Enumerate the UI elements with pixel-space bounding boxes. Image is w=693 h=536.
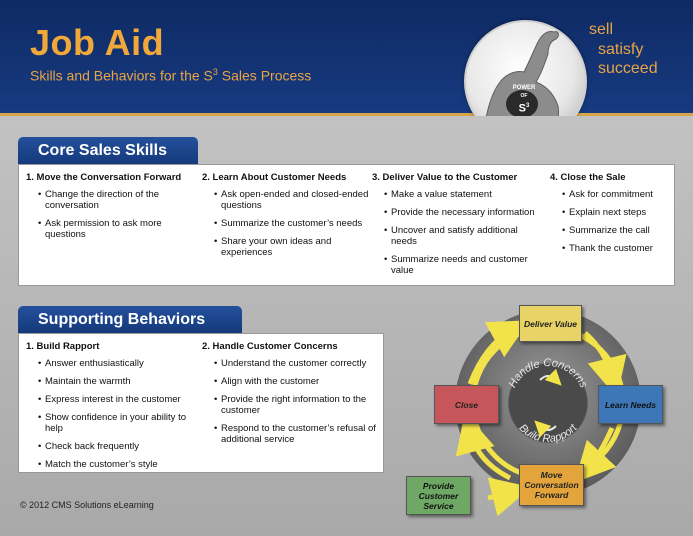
list-item: Understand the customer correctly	[214, 358, 380, 369]
supporting-column-heading: 2. Handle Customer Concerns	[202, 341, 338, 352]
core-column-heading: 1. Move the Conversation Forward	[26, 172, 182, 183]
list-item: Change the direction of the conversation	[38, 189, 196, 211]
core-column-3: 3. Deliver Value to the Customer Make a …	[372, 172, 542, 283]
header-divider	[0, 113, 693, 116]
core-column-1: 1. Move the Conversation Forward Change …	[26, 172, 196, 247]
arrow-learn-to-move	[574, 426, 617, 483]
core-skills-tab: Core Sales Skills	[18, 137, 198, 164]
list-item: Show confidence in your ability to help	[38, 412, 198, 434]
list-item: Uncover and satisfy additional needs	[384, 225, 542, 247]
core-column-heading: 3. Deliver Value to the Customer	[372, 172, 518, 183]
supporting-behaviors-tab: Supporting Behaviors	[18, 306, 242, 333]
provide-customer-service-box: Provide Customer Service	[406, 476, 471, 515]
learn-needs-box: Learn Needs	[598, 385, 663, 424]
list-item: Answer enthusiastically	[38, 358, 198, 369]
badge-label: POWER OF S3	[512, 85, 536, 115]
list-item: Thank the customer	[562, 243, 670, 254]
supporting-column-2: 2. Handle Customer Concerns Understand t…	[202, 341, 380, 452]
list-item: Respond to the customer’s refusal of add…	[214, 423, 380, 445]
arrow-close-to-deliver	[467, 320, 530, 385]
list-item: Ask permission to ask more questions	[38, 218, 196, 240]
tagline-succeed: succeed	[598, 60, 658, 77]
list-item: Summarize needs and customer value	[384, 254, 542, 276]
list-item: Maintain the warmth	[38, 376, 198, 387]
core-column-heading: 4. Close the Sale	[550, 172, 626, 183]
core-column-2: 2. Learn About Customer Needs Ask open-e…	[202, 172, 370, 265]
page-subtitle: Skills and Behaviors for the S3 Sales Pr…	[30, 67, 312, 84]
list-item: Align with the customer	[214, 376, 380, 387]
page-title: Job Aid	[30, 22, 165, 63]
flexed-arm-icon	[481, 31, 559, 141]
core-column-heading: 2. Learn About Customer Needs	[202, 172, 347, 183]
list-item: Express interest in the customer	[38, 394, 198, 405]
list-item: Match the customer’s style	[38, 459, 198, 470]
tagline-sell: sell	[589, 21, 614, 38]
list-item: Make a value statement	[384, 189, 542, 200]
supporting-column-heading: 1. Build Rapport	[26, 341, 100, 352]
arrow-deliver-to-learn	[583, 331, 627, 398]
list-item: Check back frequently	[38, 441, 198, 452]
deliver-value-box: Deliver Value	[519, 305, 582, 342]
center-arrow-icon	[539, 368, 562, 386]
list-item: Explain next steps	[562, 207, 670, 218]
copyright-notice: © 2012 CMS Solutions eLearning	[20, 500, 154, 510]
close-box: Close	[434, 385, 499, 424]
arrow-provide-to-move	[487, 477, 532, 517]
list-item: Ask open-ended and closed-ended question…	[214, 189, 370, 211]
list-item: Ask for commitment	[562, 189, 670, 200]
list-item: Provide the right information to the cus…	[214, 394, 380, 416]
list-item: Share your own ideas and experiences	[214, 236, 370, 258]
list-item: Provide the necessary information	[384, 207, 542, 218]
core-column-4: 4. Close the Sale Ask for commitment Exp…	[550, 172, 670, 261]
move-conversation-forward-box: Move Conversation Forward	[519, 464, 584, 506]
tagline-satisfy: satisfy	[598, 41, 644, 58]
list-item: Summarize the call	[562, 225, 670, 236]
arrow-move-to-close	[455, 412, 512, 481]
list-item: Summarize the customer’s needs	[214, 218, 370, 229]
center-arrow-icon	[534, 420, 557, 438]
cycle-center-hub	[507, 362, 589, 444]
supporting-column-1: 1. Build Rapport Answer enthusiastically…	[26, 341, 198, 477]
